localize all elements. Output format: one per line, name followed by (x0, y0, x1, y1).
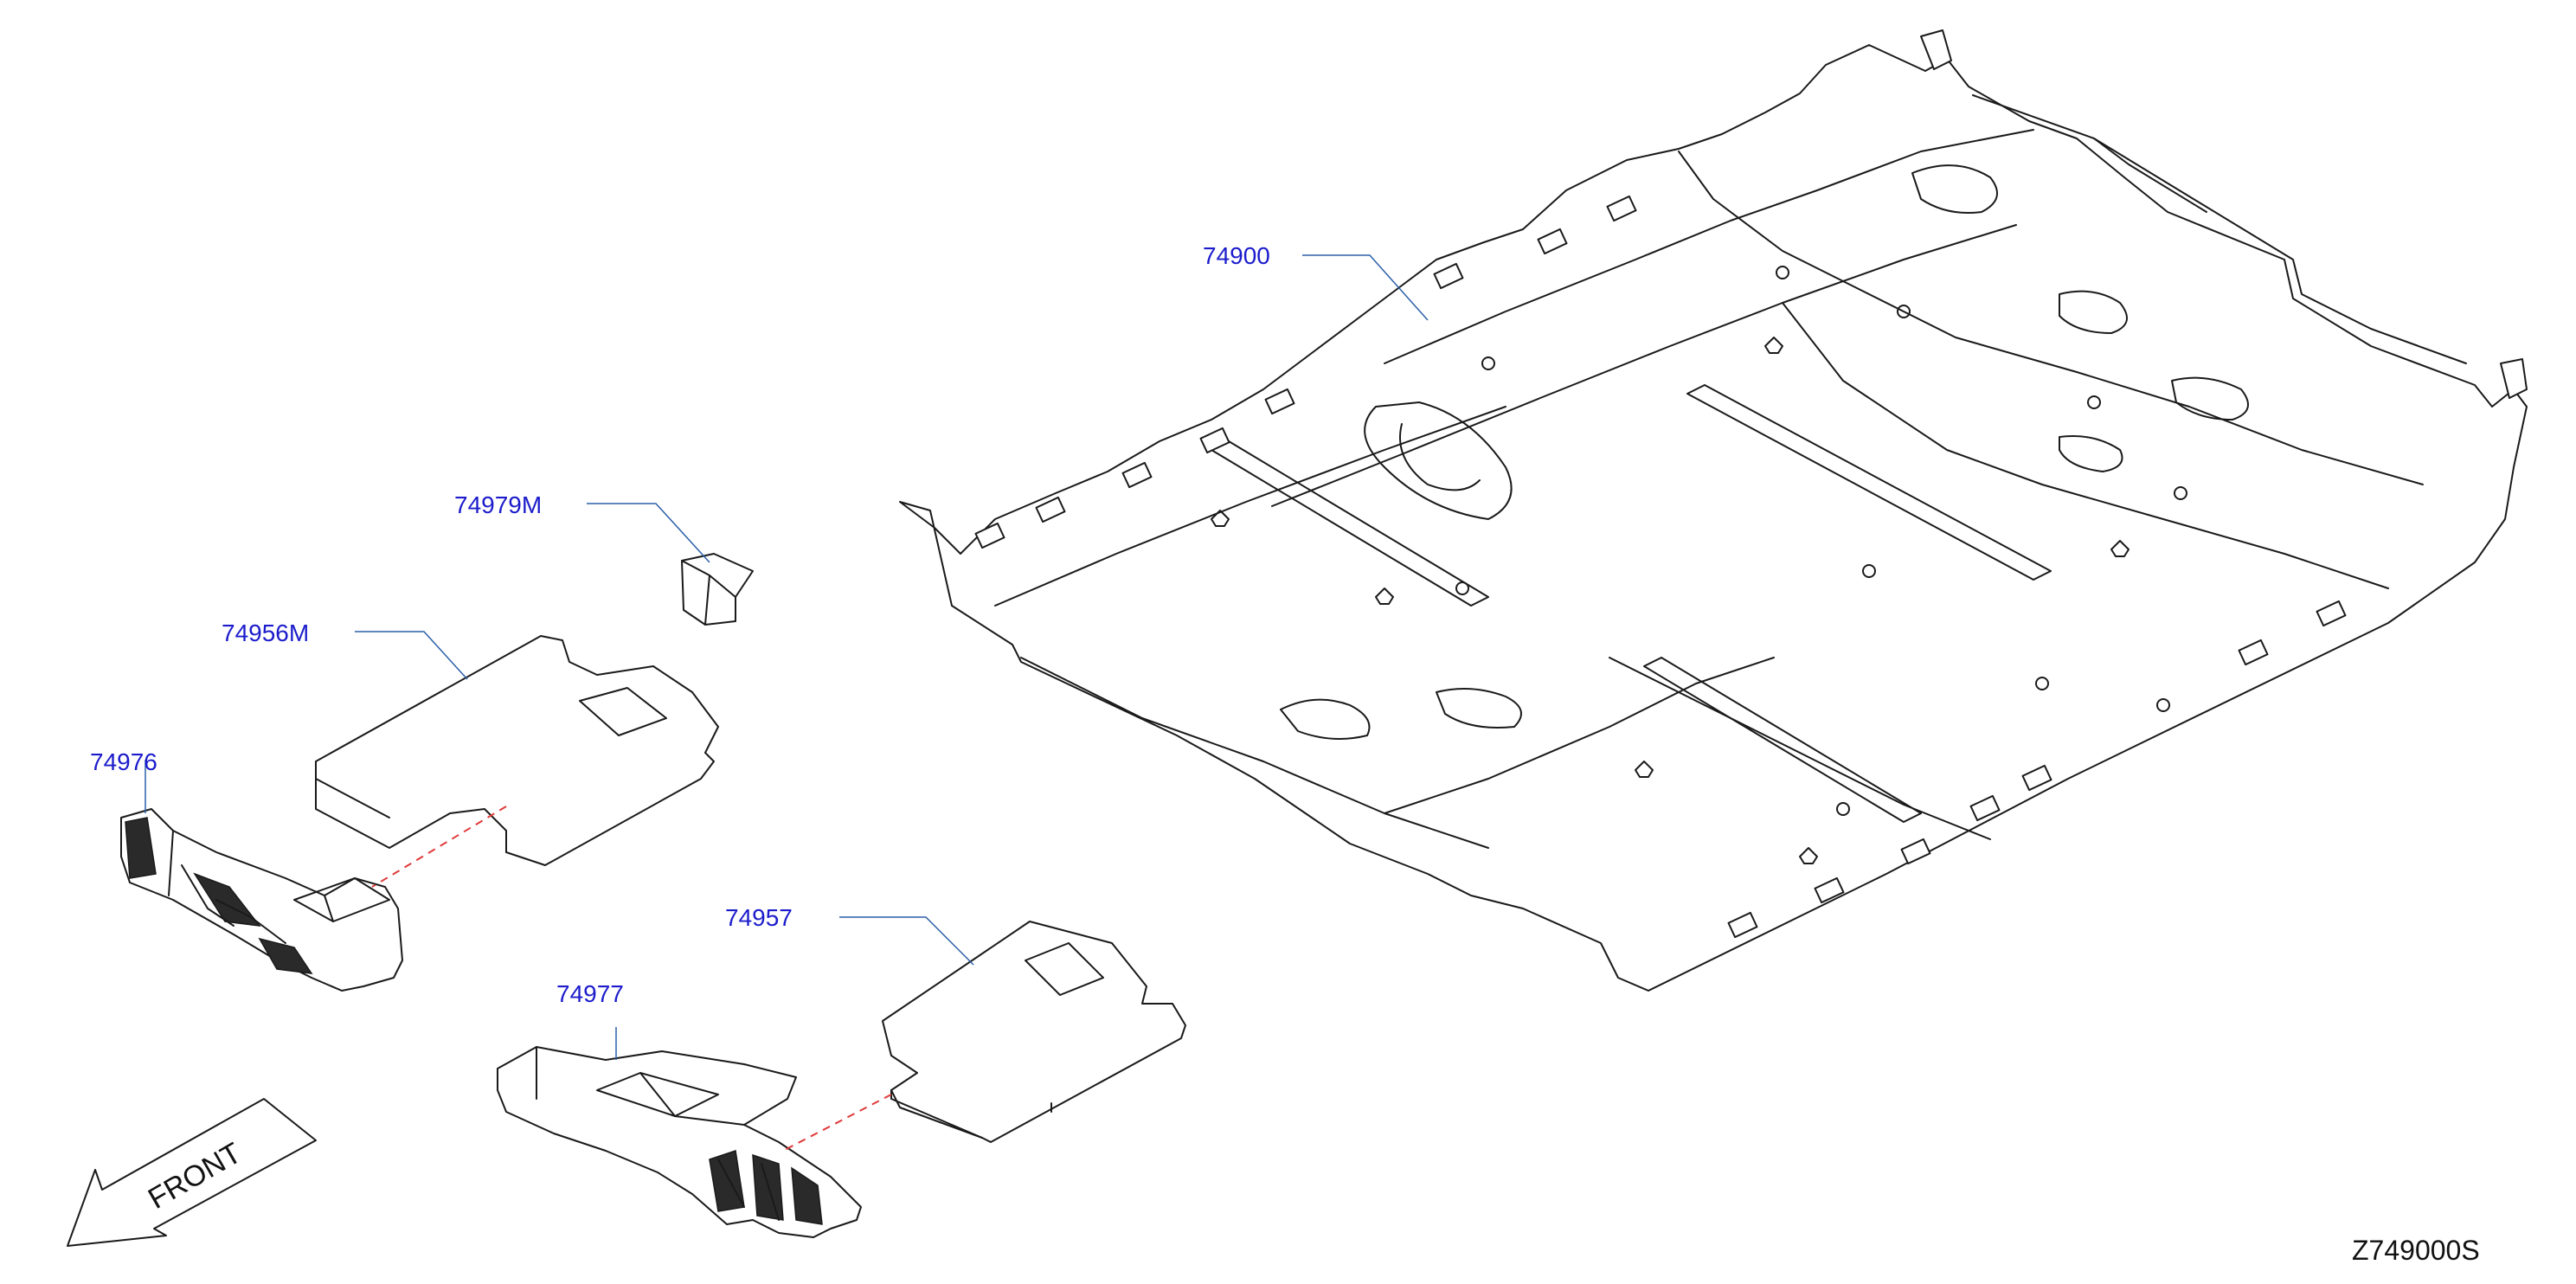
dashed-74957-74977 (782, 1094, 892, 1152)
mat-74957[interactable] (882, 921, 1186, 1143)
callout-74976[interactable]: 74976 (90, 748, 157, 775)
footrest-74976[interactable] (120, 808, 403, 992)
diagram-code: Z749000S (2352, 1235, 2480, 1266)
callout-74900[interactable]: 74900 (1203, 242, 1270, 269)
leader-74957 (839, 916, 974, 966)
leader-74979M (587, 503, 710, 563)
leader-74956M (355, 631, 468, 680)
mat-74956M[interactable] (315, 635, 719, 866)
dashed-74956M-74976 (371, 806, 507, 888)
leader-lines (145, 254, 1429, 1060)
callout-74956M[interactable]: 74956M (222, 620, 309, 646)
footrest-74977[interactable] (497, 1046, 862, 1238)
callouts: 74900 74979M 74956M 74976 74957 74977 (90, 242, 1270, 1007)
callout-74979M[interactable]: 74979M (454, 491, 542, 518)
floor-carpet-74900[interactable] (899, 29, 2528, 992)
callout-74977[interactable]: 74977 (556, 980, 624, 1007)
callout-74957[interactable]: 74957 (725, 904, 793, 931)
block-74979M[interactable] (681, 553, 754, 626)
front-direction-arrow: FRONT (67, 1098, 317, 1247)
leader-74900 (1302, 254, 1429, 321)
alignment-lines (371, 806, 892, 1152)
